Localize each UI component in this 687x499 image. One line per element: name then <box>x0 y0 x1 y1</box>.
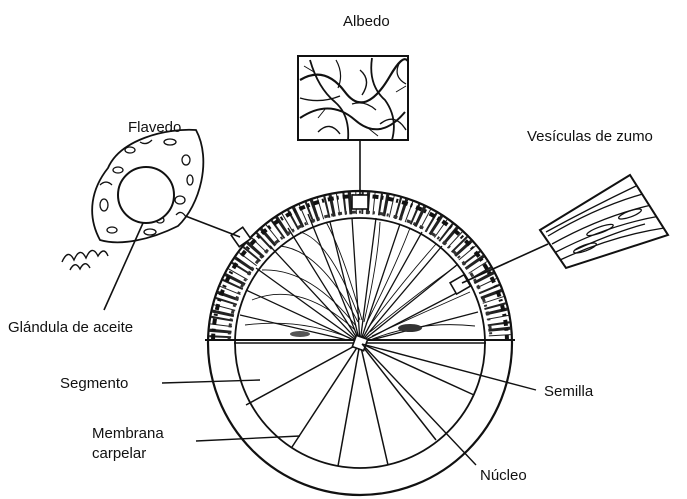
label-membrana-line1: Membrana <box>92 424 164 443</box>
label-membrana-line2: carpelar <box>92 444 146 463</box>
label-flavedo: Flavedo <box>128 118 181 137</box>
label-glandula: Glándula de aceite <box>8 318 133 337</box>
albedo-sample-marker <box>352 195 368 209</box>
label-segmento: Segmento <box>60 374 128 393</box>
fruit-cross-section <box>205 191 515 495</box>
label-nucleo: Núcleo <box>480 466 527 485</box>
flavedo-inset <box>62 130 240 310</box>
label-semilla: Semilla <box>544 382 593 401</box>
vesicle-inset <box>462 175 668 283</box>
albedo-inset <box>298 56 411 195</box>
label-vesiculas: Vesículas de zumo <box>527 127 653 146</box>
label-albedo: Albedo <box>343 12 390 31</box>
